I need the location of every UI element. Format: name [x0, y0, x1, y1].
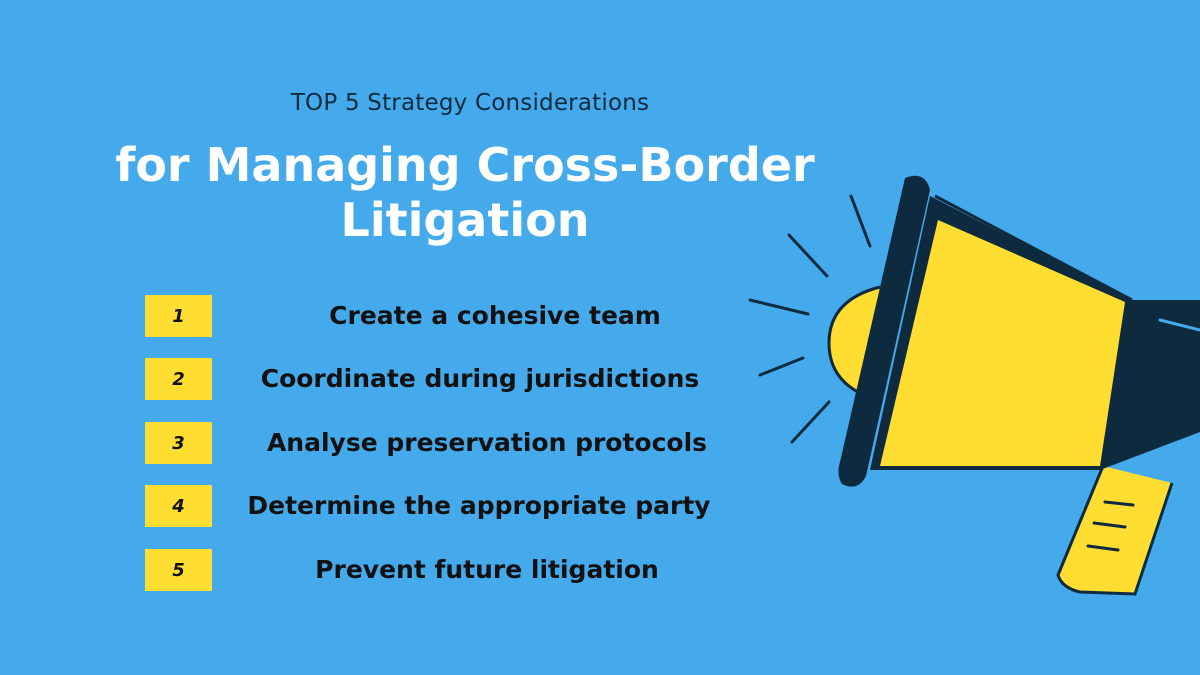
megaphone-horn — [880, 220, 1125, 466]
number-badge: 2 — [145, 358, 212, 400]
megaphone-rim — [838, 175, 930, 487]
item-label: Prevent future litigation — [315, 555, 659, 584]
sound-lines — [748, 194, 872, 444]
item-label: Analyse preservation protocols — [266, 428, 708, 457]
considerations-list: 1 Create a cohesive team 2 Coordinate du… — [0, 295, 800, 591]
number-badge: 1 — [145, 295, 212, 337]
number-badge: 3 — [145, 422, 212, 464]
item-label: Coordinate during jurisdictions — [260, 364, 700, 393]
page-title: for Managing Cross-Border Litigation — [60, 138, 870, 248]
megaphone-icon — [748, 175, 1200, 596]
title-line-2: Litigation — [340, 193, 590, 247]
list-item: 4 Determine the appropriate party — [0, 485, 800, 527]
megaphone-handle — [1058, 466, 1172, 594]
list-item: 2 Coordinate during jurisdictions — [0, 358, 800, 400]
list-item: 5 Prevent future litigation — [0, 549, 800, 591]
item-label: Determine the appropriate party — [247, 491, 711, 520]
list-item: 3 Analyse preservation protocols — [0, 422, 800, 464]
item-label: Create a cohesive team — [329, 301, 661, 330]
kicker-text: TOP 5 Strategy Considerations — [290, 90, 650, 116]
number-badge: 5 — [145, 549, 212, 591]
title-line-1: for Managing Cross-Border — [115, 138, 815, 192]
number-badge: 4 — [145, 485, 212, 527]
list-item: 1 Create a cohesive team — [0, 295, 800, 337]
